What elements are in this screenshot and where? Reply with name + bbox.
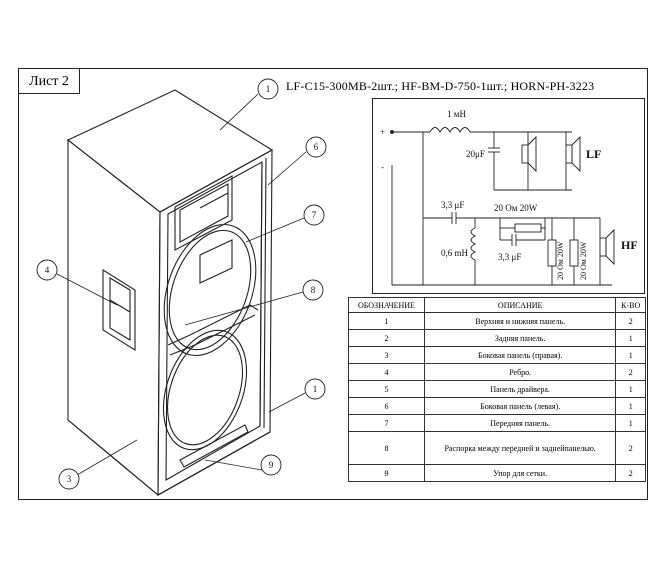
capacitor-c1-label: 20μF (466, 149, 485, 159)
capacitor-c3-label: 3,3 μF (498, 252, 521, 262)
col-quantity: К-ВО (615, 297, 646, 313)
callout-9: 9 (269, 460, 274, 470)
resistor-r1-label: 20 Ом 20W (494, 203, 538, 213)
inductor-l1-label: 1 мН (447, 109, 466, 119)
col-designation: ОБОЗНАЧЕНИЕ (348, 297, 425, 313)
col-description: ОПИСАНИЕ (423, 297, 617, 313)
side-handle (102, 269, 136, 351)
resistor-r2-label: 20 Ом 20W (556, 241, 565, 280)
minus-terminal: - (381, 162, 384, 172)
hf-label: HF (621, 238, 638, 252)
callout-3: 3 (67, 474, 72, 484)
capacitor-c2-label: 3,3 μF (441, 200, 464, 210)
sheet-title: Лист 2 (18, 68, 80, 94)
inductor-l2-label: 0,6 mH (441, 248, 469, 258)
callout-4: 4 (45, 265, 50, 275)
parts-header: LF-C15-300MB-2шт.; HF-BM-D-750-1шт.; HOR… (286, 79, 595, 93)
drawing-sheet (18, 68, 648, 500)
resistor-r3-label: 20 Ом 20W (579, 241, 588, 280)
grill-stop (179, 424, 249, 468)
lf-label: LF (586, 147, 601, 161)
callout-1-bottom: 1 (313, 384, 318, 394)
callout-8: 8 (311, 285, 316, 295)
plus-terminal: + (380, 127, 385, 137)
callout-6: 6 (314, 142, 319, 152)
callout-1-top: 1 (266, 84, 271, 94)
table-header-row: ОБОЗНАЧЕНИЕ ОПИСАНИЕ К-ВО (348, 297, 646, 313)
callout-7: 7 (312, 210, 317, 220)
crossover-schematic-frame (372, 98, 645, 294)
horn-opening (174, 175, 233, 251)
lower-woofer (162, 329, 248, 451)
